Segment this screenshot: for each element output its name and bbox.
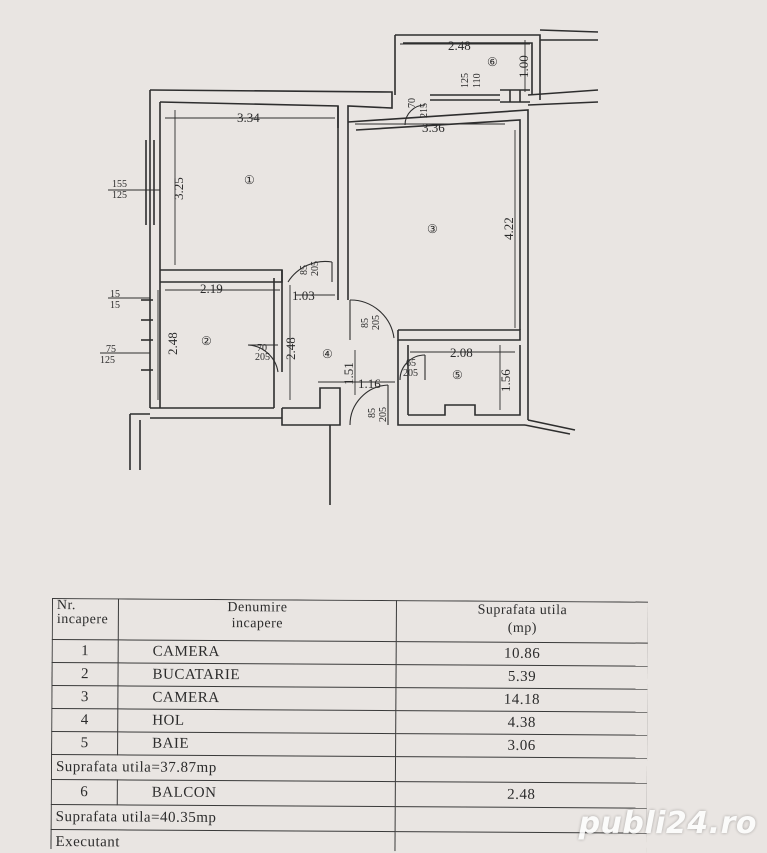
balcony-nr: 6 — [51, 779, 118, 805]
room-number-4: ④ — [322, 347, 333, 361]
room-number-6: ⑥ — [487, 55, 498, 69]
row-nr: 5 — [51, 731, 118, 755]
dim-room3-width: 3.36 — [422, 120, 445, 135]
watermark-logo: publi24.ro — [578, 806, 757, 841]
dim-room3-depth: 4.22 — [501, 217, 516, 240]
row-area: 3.06 — [395, 733, 648, 759]
dim-door1-height: 205 — [310, 261, 321, 276]
dim-hall-width: 1.03 — [292, 288, 315, 303]
row-nr: 3 — [51, 685, 118, 709]
subtotal-empty — [395, 756, 648, 784]
row-area: 4.38 — [395, 710, 648, 736]
row-nr: 1 — [52, 639, 119, 663]
table-header-row: Nr. incapere Denumire incapere Suprafata… — [52, 598, 648, 644]
dim-balcony-width: 2.48 — [448, 38, 471, 53]
dim-room1-width: 3.34 — [237, 110, 260, 125]
balcony-area: 2.48 — [395, 781, 648, 809]
header-nr-line2: incapere — [56, 612, 109, 628]
floor-plan-drawing: 2.48 1.00 125 110 70 215 3.34 3.25 3.36 … — [100, 29, 599, 505]
walls — [129, 29, 599, 505]
row-name: BUCATARIE — [117, 662, 397, 688]
dim-hall-lower: 1.51 — [341, 362, 356, 385]
subtotal-text: Suprafata utila=37.87mp — [51, 754, 396, 782]
dim-door2-height: 205 — [255, 352, 270, 363]
room-area-table: Nr. incapere Denumire incapere Suprafata… — [50, 598, 648, 853]
dim-bath-depth: 1.56 — [498, 369, 513, 392]
dim-door3-height: 205 — [371, 315, 382, 330]
dim-door2-width: 70 — [257, 343, 267, 354]
header-room-name: Denumire incapere — [118, 598, 397, 642]
subtotal-row: Suprafata utila=37.87mp — [51, 754, 648, 784]
dim-door5-width: 65 — [406, 358, 416, 369]
dim-window3-bottom: 125 — [100, 355, 115, 366]
row-name: BAIE — [117, 731, 396, 757]
dim-entry-door-width: 85 — [367, 408, 378, 418]
row-area: 10.86 — [396, 641, 648, 667]
dim-entry-door-height: 205 — [378, 407, 389, 422]
dim-balcony-window-bottom: 110 — [472, 73, 483, 88]
dim-window3-top: 75 — [106, 344, 116, 355]
total-row: Suprafata utila=40.35mp — [51, 804, 648, 834]
dim-hall-lower-width: 1.16 — [358, 376, 381, 391]
total-text: Suprafata utila=40.35mp — [51, 804, 396, 832]
footer-partial-text: Executant — [50, 829, 396, 853]
header-name-line2: incapere — [231, 616, 284, 632]
dimension-lines — [100, 40, 530, 410]
row-area: 14.18 — [395, 687, 648, 713]
room-number-3: ③ — [427, 222, 438, 236]
dim-door5-height: 205 — [403, 368, 418, 379]
dim-balcony-window-top: 125 — [460, 73, 471, 88]
room-number-1: ① — [244, 173, 255, 187]
header-area-line1: Suprafata utila — [477, 602, 568, 619]
room-number-5: ⑤ — [452, 368, 463, 382]
room-number-2: ② — [201, 334, 212, 348]
dim-door1-width: 85 — [299, 265, 310, 275]
header-area-line2: (mp) — [507, 620, 537, 636]
dim-room1-depth: 3.25 — [171, 177, 186, 200]
dim-door3-width: 85 — [360, 318, 371, 328]
dim-window2-top: 15 — [110, 289, 120, 300]
row-name: HOL — [117, 708, 396, 734]
dim-window1-bottom: 125 — [112, 190, 127, 201]
dim-window2-bottom: 15 — [110, 300, 120, 311]
door-swings — [247, 104, 426, 426]
row-nr: 4 — [51, 708, 118, 732]
dim-balcony-door-width: 70 — [407, 98, 418, 108]
row-area: 5.39 — [395, 664, 648, 690]
dim-hall-depth: 2.48 — [283, 337, 298, 360]
dim-room2-depth: 2.48 — [165, 332, 180, 355]
header-room-number: Nr. incapere — [52, 598, 119, 640]
dim-bath-width: 2.08 — [450, 345, 473, 360]
dim-balcony-depth: 1.00 — [516, 55, 531, 78]
dim-room2-width: 2.19 — [200, 281, 223, 296]
header-useful-area: Suprafata utila (mp) — [396, 600, 648, 644]
dim-balcony-door-height: 215 — [419, 103, 430, 118]
header-name-line1: Denumire — [227, 600, 288, 616]
dim-window1-top: 155 — [112, 179, 127, 190]
row-nr: 2 — [51, 662, 119, 686]
balcony-row: 6 BALCON 2.48 — [51, 779, 648, 809]
row-name: CAMERA — [117, 685, 396, 711]
balcony-name: BALCON — [117, 779, 396, 807]
row-name: CAMERA — [118, 639, 397, 665]
footer-row: Executant — [50, 829, 648, 853]
